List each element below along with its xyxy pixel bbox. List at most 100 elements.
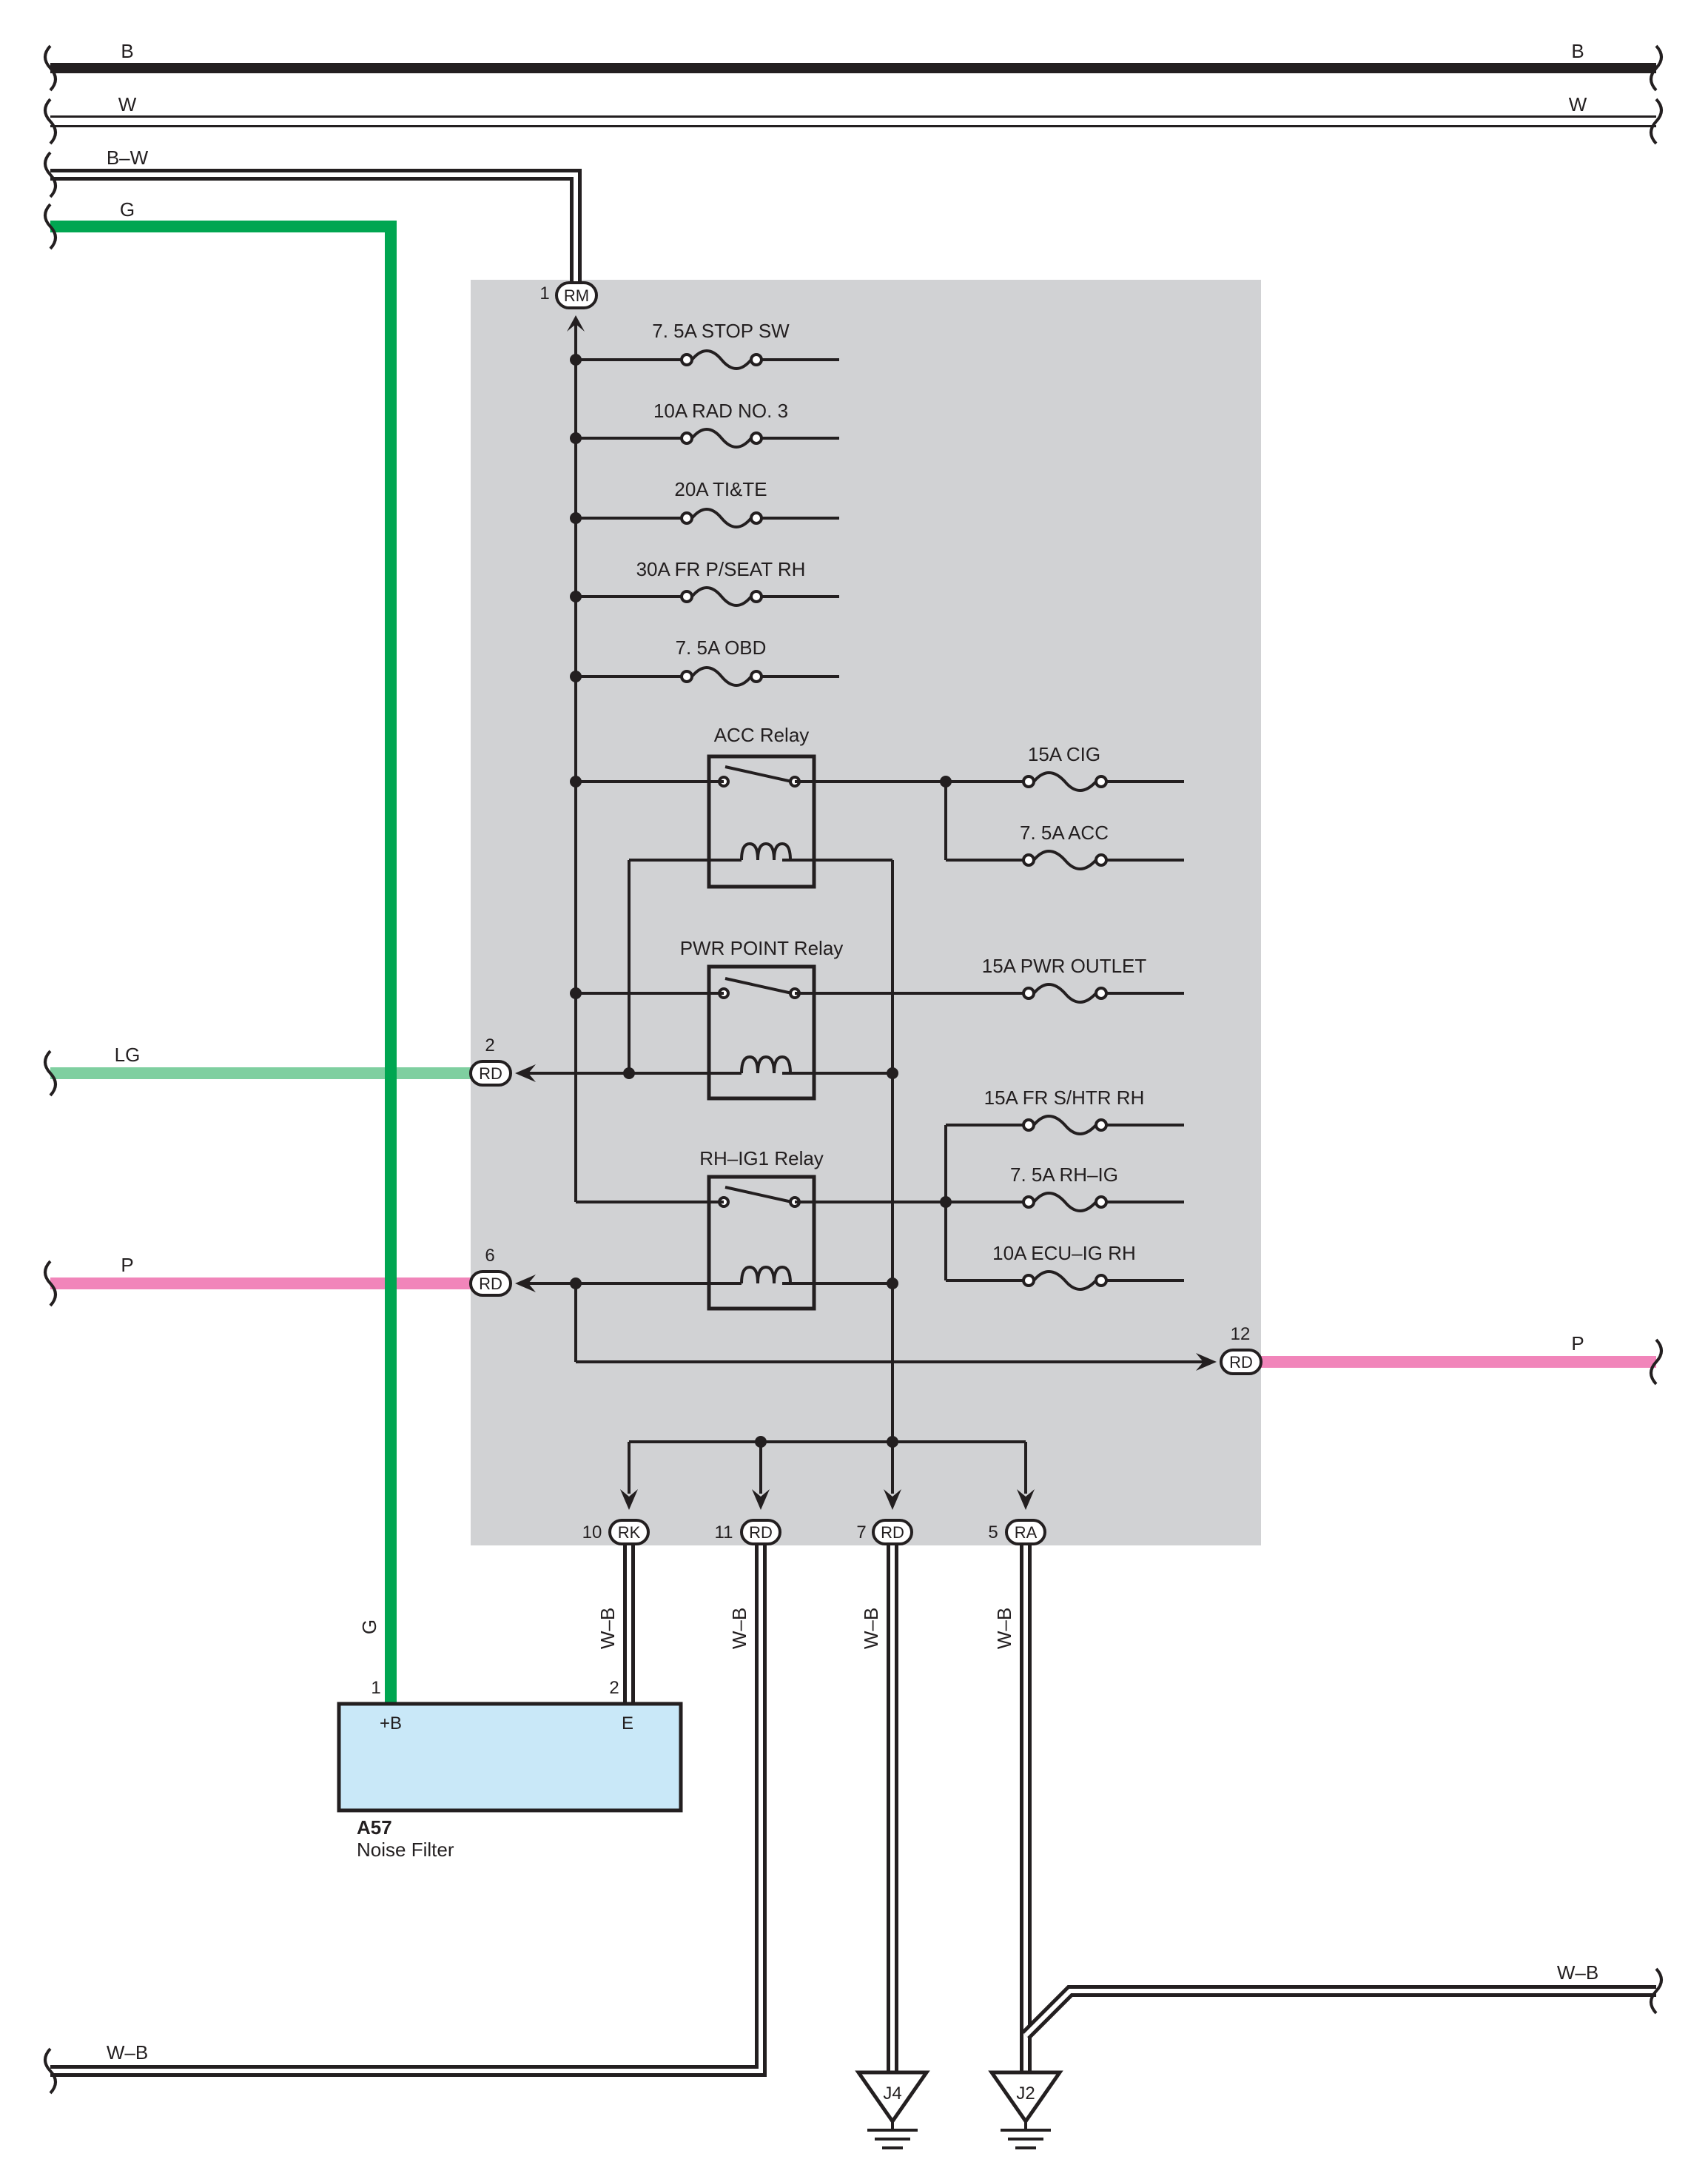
- fuse-fr-shtr-rh: [1022, 1115, 1108, 1135]
- connector-rd-2-pin: 2: [485, 1035, 494, 1055]
- connector-rd-2-code: RD: [479, 1064, 502, 1083]
- fuse-label-0: 7. 5A STOP SW: [652, 320, 790, 342]
- wire-label-g-vertical: G: [358, 1619, 380, 1634]
- wire-break-left-w: [44, 98, 57, 145]
- wire-label-wb-left: W–B: [107, 2041, 148, 2064]
- wire-label-b-right: B: [1571, 40, 1584, 62]
- fuse-label-8: 15A FR S/HTR RH: [984, 1087, 1145, 1109]
- relay-label-pwr-point: PWR POINT Relay: [680, 937, 844, 959]
- wire-label-wb-rd11: W–B: [728, 1608, 750, 1649]
- noise-filter-name: Noise Filter: [357, 1839, 454, 1861]
- connector-rd-2: RD 2: [469, 1035, 576, 1087]
- connector-rd-12-pin: 12: [1231, 1324, 1251, 1344]
- wire-label-p-left: P: [121, 1254, 133, 1276]
- connector-rd-6-pin: 6: [485, 1246, 494, 1266]
- fuse-label-10: 10A ECU–IG RH: [992, 1242, 1136, 1264]
- wire-label-wb-ra5: W–B: [993, 1608, 1015, 1649]
- fuse-label-6: 7. 5A ACC: [1020, 822, 1109, 844]
- fuse-cig: [1022, 771, 1108, 792]
- connector-rd-12-code: RD: [1229, 1353, 1253, 1371]
- side-wires: LG P P: [44, 1044, 1663, 1386]
- connector-rd-6-code: RD: [479, 1275, 502, 1293]
- internal-wiring: [522, 324, 1206, 1494]
- wire-break-left-p: [44, 1260, 57, 1307]
- fuse-pwr-outlet: [1022, 983, 1108, 1004]
- fuse-stop-sw: [680, 349, 763, 370]
- connector-rd-11: RD 11: [715, 1489, 781, 1545]
- ground-j2: J2: [988, 2070, 1063, 2149]
- noise-filter-pin-plus: 1: [371, 1678, 380, 1698]
- wire-label-b-left: B: [121, 40, 133, 62]
- relay-label-rh-ig1: RH–IG1 Relay: [699, 1147, 824, 1169]
- connector-rd-6: RD 6: [469, 1246, 536, 1297]
- wire-wb-right: [1021, 1985, 1656, 2040]
- connector-rd-7-pin: 7: [856, 1522, 866, 1542]
- connector-rm-pin: 1: [539, 283, 549, 303]
- fuse-rh-ig: [1022, 1192, 1108, 1212]
- wire-break-right-b: [1650, 44, 1663, 92]
- wire-break-left-lg: [44, 1050, 57, 1097]
- fuse-acc: [1022, 850, 1108, 870]
- noise-filter-pin-e: 2: [609, 1678, 619, 1698]
- connector-rd-7: RD 7: [856, 1489, 913, 1545]
- fuse-ecu-ig-rh: [1022, 1270, 1108, 1291]
- wire-break-left-bw: [44, 151, 57, 198]
- connector-ra-5-pin: 5: [988, 1522, 998, 1542]
- junction-block-panel: [471, 280, 1261, 1545]
- wire-break-right-w: [1650, 98, 1663, 145]
- wire-label-lg: LG: [115, 1044, 141, 1066]
- fuse-label-1: 10A RAD NO. 3: [653, 400, 788, 422]
- fuse-obd: [680, 666, 763, 687]
- fuse-label-2: 20A TI&TE: [674, 478, 767, 500]
- fuse-label-9: 7. 5A RH–IG: [1010, 1164, 1118, 1186]
- connector-ra-5: RA 5: [988, 1489, 1046, 1545]
- connector-rm-code: RM: [564, 286, 589, 305]
- relay-rh-ig1: [707, 1175, 816, 1311]
- wire-label-p-right: P: [1571, 1332, 1584, 1354]
- wire-g-top: [50, 221, 397, 1704]
- junction-dots: [570, 354, 952, 1448]
- fuse-rad-no3: [680, 428, 763, 449]
- fuse-labels: 7. 5A STOP SW 10A RAD NO. 3 20A TI&TE 30…: [636, 320, 1147, 1264]
- connector-rk-10-pin: 10: [582, 1522, 602, 1542]
- relay-label-acc: ACC Relay: [714, 724, 810, 746]
- wire-break-left-wb: [44, 2047, 57, 2095]
- wire-break-right-wb: [1650, 1967, 1663, 2015]
- noise-filter-terminal-plus: +B: [380, 1713, 402, 1733]
- fuse-label-5: 15A CIG: [1028, 743, 1100, 765]
- relays: [707, 754, 816, 1311]
- wire-break-right-p: [1650, 1338, 1663, 1386]
- connector-rm: RM 1: [539, 281, 598, 332]
- wire-break-left-g: [44, 203, 57, 250]
- connector-rd-7-code: RD: [881, 1523, 904, 1542]
- wire-label-w-right: W: [1569, 93, 1587, 115]
- top-bus-wires: B B W W B–W G: [44, 40, 1663, 1704]
- fuse-symbols: [680, 349, 1108, 1291]
- noise-filter-terminal-e: E: [622, 1713, 633, 1733]
- relay-pwr-point: [707, 964, 816, 1101]
- wire-label-wb-right: W–B: [1557, 1961, 1598, 1984]
- bottom-connectors: RK 10 RD 11 RD 7 RA 5: [582, 1489, 1046, 1545]
- wire-break-left-b: [44, 44, 57, 92]
- connector-rk-10-code: RK: [618, 1523, 641, 1542]
- ground-j4: J4: [855, 2070, 930, 2149]
- relay-acc: [707, 754, 816, 889]
- fuse-ti-te: [680, 508, 763, 528]
- connector-rk-10: RK 10: [582, 1489, 650, 1545]
- wire-label-wb-rk10: W–B: [596, 1608, 619, 1649]
- connector-ra-5-code: RA: [1015, 1523, 1038, 1542]
- connector-rd-12: RD 12: [1196, 1324, 1262, 1375]
- noise-filter-component: 1 2 +B E A57 Noise Filter: [337, 1678, 683, 1861]
- fuse-label-4: 7. 5A OBD: [676, 637, 767, 659]
- ground-j2-label: J2: [1016, 2084, 1035, 2104]
- connector-rd-11-code: RD: [749, 1523, 773, 1542]
- fuse-label-3: 30A FR P/SEAT RH: [636, 558, 806, 580]
- fuse-label-7: 15A PWR OUTLET: [982, 955, 1147, 977]
- fuse-fr-pseat-rh: [680, 586, 763, 607]
- wire-label-g: G: [120, 198, 135, 221]
- ground-j4-label: J4: [883, 2084, 901, 2104]
- wire-label-wb-rd7: W–B: [860, 1608, 882, 1649]
- wire-label-bw: B–W: [107, 147, 149, 169]
- wb-wires: W–B W–B W–B W–B W–B W–B G: [44, 1545, 1663, 2095]
